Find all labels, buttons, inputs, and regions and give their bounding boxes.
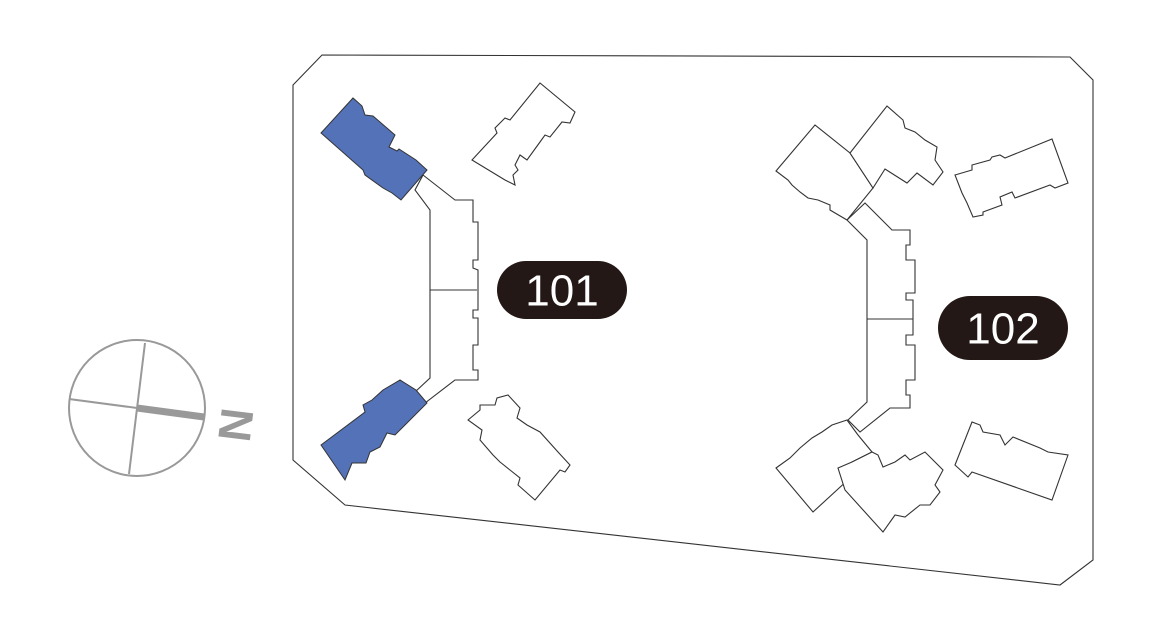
unit-101-south-selected[interactable] [320,379,428,482]
unit-101-north-selected[interactable] [320,97,428,201]
building-102[interactable]: 102 [775,105,1069,533]
building-102-unit-se [837,451,944,533]
building-101-annex-south [467,394,571,501]
building-102-annex-se [954,421,1069,501]
site-boundary [292,54,1094,586]
building-102-unit-nw [775,124,874,221]
building-102-unit-ne [849,105,944,190]
building-101-annex-north [471,82,576,186]
building-label-pill [938,296,1068,360]
building-101-core[interactable] [414,174,479,404]
building-label: 102 [966,305,1039,354]
building-label-pill [497,261,627,319]
building-label: 101 [525,267,598,316]
north-label: N [208,405,264,444]
building-102-annex-ne [954,138,1069,218]
building-102-core[interactable] [846,202,916,433]
compass-icon [68,339,206,477]
building-101[interactable]: 101 [320,82,627,501]
